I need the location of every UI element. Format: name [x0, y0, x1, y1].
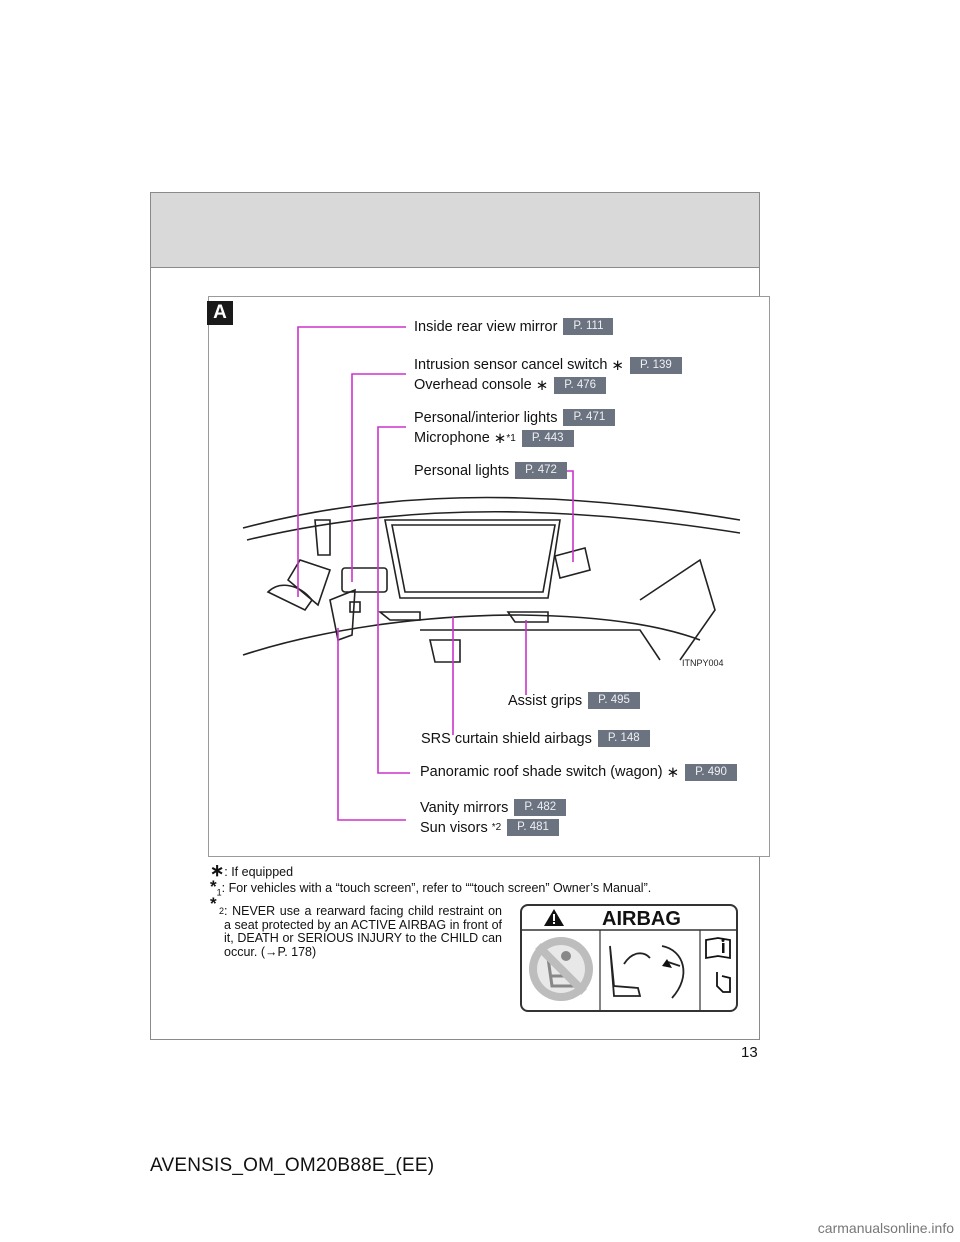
if-equipped-mark: ∗	[493, 430, 507, 447]
footnote-asterisk: *	[506, 432, 511, 444]
note-footnote-2: * 2 : NEVER use a rearward facing child …	[210, 895, 502, 959]
note-text: : If equipped	[224, 865, 294, 879]
callout-label: Inside rear view mirror	[414, 318, 558, 335]
callout-inside-rear-view-mirror: Inside rear view mirror P. 111	[414, 318, 614, 335]
note-number: 2	[219, 906, 225, 916]
note-mark: ∗	[210, 861, 225, 880]
note-mark: *	[210, 894, 217, 913]
page-ref-badge[interactable]: P. 472	[515, 462, 567, 479]
callout-label: SRS curtain shield airbags	[421, 730, 592, 747]
note-text: : For vehicles with a “touch screen”, re…	[221, 881, 652, 895]
no-rear-facing-seat-icon	[529, 937, 593, 1001]
callout-label: Microphone	[414, 430, 490, 446]
footnote-mark: *2	[492, 822, 501, 833]
page-ref-badge[interactable]: P. 111	[563, 318, 614, 335]
watermark[interactable]: carmanualsonline.info	[817, 1220, 954, 1236]
roof-lining-drawing	[242, 496, 741, 663]
page-ref-badge[interactable]: P. 482	[514, 799, 567, 816]
callout-panoramic-roof-shade-switch: Panoramic roof shade switch (wagon) ∗ P.…	[420, 763, 737, 781]
callout-label: Sun visors	[420, 819, 488, 836]
page-ref-badge[interactable]: P. 481	[507, 819, 559, 836]
callout-personal-interior-lights: Personal/interior lights P. 471	[414, 409, 616, 426]
page-ref-badge[interactable]: P. 471	[563, 409, 616, 426]
callout-label: Intrusion sensor cancel switch	[414, 357, 608, 373]
header-band	[151, 193, 759, 268]
callout-label: Personal/interior lights	[414, 409, 558, 426]
if-equipped-mark: ∗	[666, 764, 680, 781]
document-code: AVENSIS_OM_OM20B88E_(EE)	[150, 1155, 435, 1176]
callout-label: Personal lights	[414, 462, 510, 479]
note-if-equipped: ∗: If equipped	[210, 861, 294, 880]
page-ref-badge[interactable]: P. 139	[630, 356, 682, 374]
callout-label: Vanity mirrors	[420, 799, 509, 816]
note-footnote-1: *1: For vehicles with a “touch screen”, …	[210, 877, 652, 900]
callout-label: Assist grips	[508, 692, 583, 709]
callout-intrusion-sensor-cancel-switch: Intrusion sensor cancel switch ∗ P. 139	[414, 356, 682, 374]
page-ref-badge[interactable]: P. 443	[521, 429, 574, 447]
callout-assist-grips: Assist grips P. 495	[508, 692, 640, 709]
image-code: ITNPY004	[682, 658, 724, 668]
note-mark: *	[210, 877, 217, 896]
note-number: 1	[216, 887, 222, 898]
callout-overhead-console: Overhead console ∗ P. 476	[414, 376, 607, 394]
footnote-mark: *1	[506, 433, 515, 444]
callout-label: Overhead console	[414, 377, 532, 393]
footnote-number: 1	[510, 432, 516, 444]
seat-airbag-icon	[609, 945, 685, 999]
note-text: : NEVER use a rearward facing child rest…	[224, 904, 502, 959]
footnote-asterisk: *	[491, 822, 496, 833]
airbag-label-graphic: AIRBAG	[522, 908, 736, 1010]
page-ref-badge[interactable]: P. 148	[597, 730, 650, 747]
figure-letter: A	[207, 301, 233, 325]
callout-microphone: Microphone ∗ *1 P. 443	[414, 429, 574, 447]
if-equipped-mark: ∗	[611, 357, 624, 374]
callout-sun-visors: Sun visors *2 P. 481	[420, 819, 559, 836]
page-ref-badge[interactable]: P. 476	[554, 376, 607, 394]
page-number: 13	[741, 1044, 758, 1061]
callout-lines	[297, 326, 574, 821]
airbag-title: AIRBAG	[602, 908, 681, 930]
callout-srs-curtain-shield-airbags: SRS curtain shield airbags P. 148	[421, 730, 650, 747]
owners-manual-icon	[705, 937, 731, 993]
page-ref-badge[interactable]: P. 495	[588, 692, 640, 709]
page-ref-badge[interactable]: P. 490	[685, 763, 737, 781]
callout-personal-lights: Personal lights P. 472	[414, 462, 567, 479]
footnote-number: 2	[495, 822, 502, 833]
callout-label: Panoramic roof shade switch (wagon)	[420, 764, 663, 780]
airbag-warning-label: AIRBAG	[520, 904, 738, 1012]
callout-vanity-mirrors: Vanity mirrors P. 482	[420, 799, 567, 816]
if-equipped-mark: ∗	[535, 377, 549, 394]
